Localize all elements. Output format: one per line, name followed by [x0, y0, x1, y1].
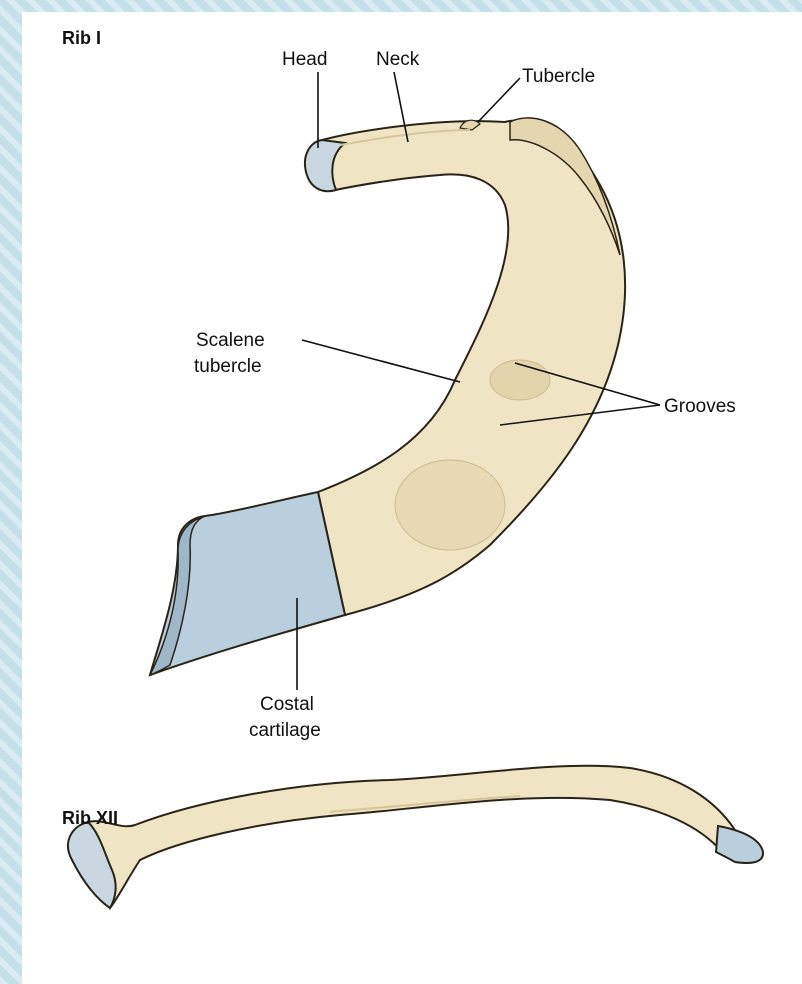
rib1: [305, 118, 625, 615]
label-grooves: Grooves: [664, 396, 736, 417]
tubercle-leader: [478, 78, 520, 122]
rib12: [68, 766, 763, 908]
scalene-leader: [302, 340, 460, 382]
label-costal-line2: cartilage: [249, 720, 321, 741]
rib1-title: Rib I: [62, 28, 101, 48]
rib12-shaft: [86, 766, 735, 908]
label-tubercle: Tubercle: [522, 66, 595, 87]
label-neck: Neck: [376, 49, 420, 70]
rib1-groove-lower: [395, 460, 505, 550]
label-head: Head: [282, 49, 327, 70]
label-scalene-line1: Scalene: [196, 330, 265, 351]
rib12-cartilage-tip: [716, 826, 763, 863]
label-costal-line1: Costal: [260, 694, 314, 715]
label-scalene-line2: tubercle: [194, 356, 262, 377]
rib12-title: Rib XII: [62, 808, 118, 828]
rib1-groove-upper: [490, 360, 550, 400]
